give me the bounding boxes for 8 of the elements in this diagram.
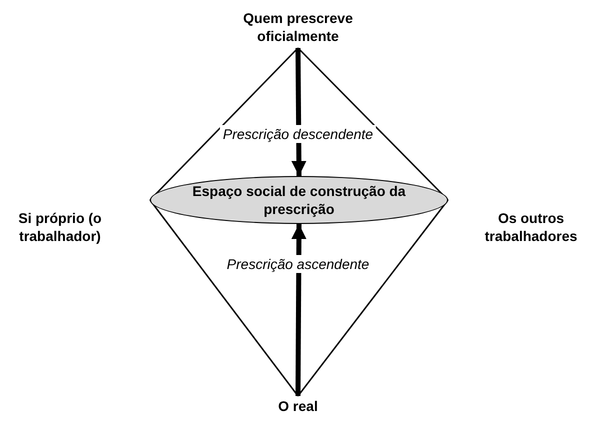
node-label: Quem prescreve oficialmente [242, 8, 354, 46]
arrow [291, 48, 306, 176]
node-label: O real [278, 396, 318, 416]
edge-label: Prescrição descendente [220, 125, 376, 143]
node-label: Os outros trabalhadores [484, 208, 578, 246]
node-label: Espaço social de construção da prescrição [191, 182, 407, 218]
arrow [291, 224, 306, 396]
node-label: Si próprio (o trabalhador) [17, 208, 103, 246]
